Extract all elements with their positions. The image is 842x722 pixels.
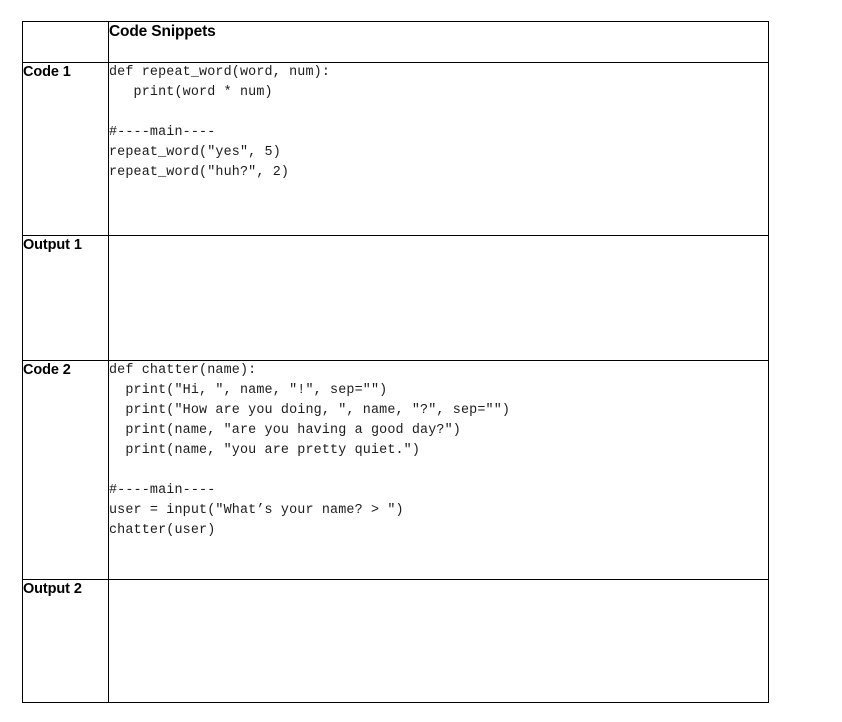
table-row: Output 1 <box>22 235 769 361</box>
header-label-cell <box>22 21 109 63</box>
code-snippets-table: Code Snippets Code 1 def repeat_word(wor… <box>22 21 769 703</box>
row-label-code-1: Code 1 <box>22 62 109 236</box>
row-label-output-1: Output 1 <box>22 235 109 361</box>
output-answer-text-1 <box>109 276 768 320</box>
row-label-text: Code 2 <box>23 362 71 378</box>
header-label-spacer <box>23 22 108 62</box>
row-label-text: Output 1 <box>23 237 82 253</box>
output-answer-field-1[interactable] <box>108 235 769 361</box>
code-cell-code-1: def repeat_word(word, num): print(word *… <box>108 62 769 236</box>
row-label-code-2: Code 2 <box>22 360 109 580</box>
row-label-output-2: Output 2 <box>22 579 109 703</box>
row-label-text: Code 1 <box>23 64 71 80</box>
code-block-1: def repeat_word(word, num): print(word *… <box>109 65 331 180</box>
output-answer-field-2[interactable] <box>108 579 769 703</box>
table-header-row: Code Snippets <box>22 21 769 63</box>
code-block-2: def chatter(name): print("Hi, ", name, "… <box>109 363 511 538</box>
code-cell-code-2: def chatter(name): print("Hi, ", name, "… <box>108 360 769 580</box>
code-snippets-heading: Code Snippets <box>109 23 216 40</box>
row-label-text: Output 2 <box>23 581 82 597</box>
header-title-cell: Code Snippets <box>108 21 769 63</box>
table-row: Output 2 <box>22 579 769 703</box>
table-row: Code 2 def chatter(name): print("Hi, ", … <box>22 360 769 580</box>
output-answer-text-2 <box>109 620 768 662</box>
table-row: Code 1 def repeat_word(word, num): print… <box>22 62 769 236</box>
